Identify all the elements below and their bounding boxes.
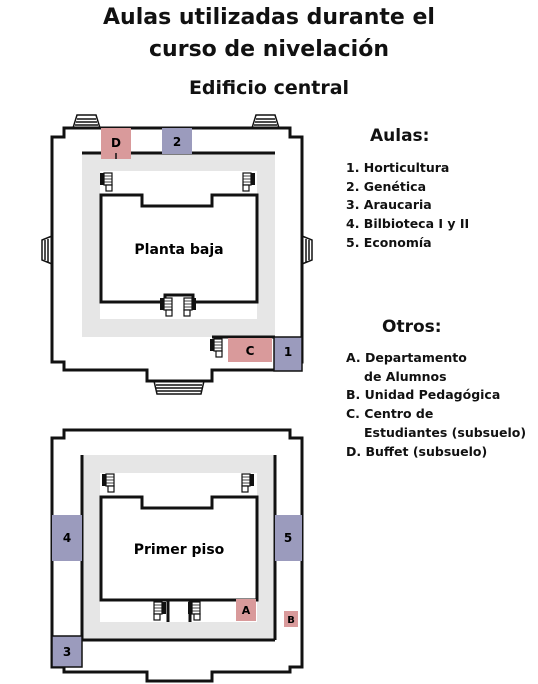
legend-aula-item: 5. Economía xyxy=(346,234,432,250)
legend-otros-list: A. Departamento de Alumnos B. Unidad Ped… xyxy=(346,349,526,461)
room-1 xyxy=(273,336,303,372)
room-D-label: D xyxy=(111,136,121,150)
floor-label-first: Primer piso xyxy=(134,542,225,558)
room-C-label: C xyxy=(246,344,255,358)
room-2-label: 2 xyxy=(173,135,181,149)
room-5-label: 5 xyxy=(284,531,292,545)
legend-aula-item: 1. Horticultura xyxy=(346,160,450,175)
room-A xyxy=(236,599,256,621)
legend-otros-item: de Alumnos xyxy=(364,368,447,384)
room-B-label: B xyxy=(287,615,295,626)
title-line-1: Aulas utilizadas durante el xyxy=(103,5,435,30)
legend-otros-item: B. Unidad Pedagógica xyxy=(346,387,501,403)
room-4 xyxy=(52,515,82,561)
legend-otros-item: C. Centro de xyxy=(346,406,434,422)
exterior-stairs xyxy=(41,114,313,395)
legend-aulas-title: Aulas: xyxy=(370,126,430,146)
room-4-label: 4 xyxy=(63,531,71,545)
room-1-label: 1 xyxy=(284,345,292,359)
legend-aula-item: 3. Araucaria xyxy=(346,197,432,213)
legend-otros-item: D. Buffet (subsuelo) xyxy=(346,443,488,459)
page-title: Aulas utilizadas durante el curso de niv… xyxy=(0,2,538,66)
ground-floor-plan: D 2 C 1 Planta baja xyxy=(41,114,313,395)
legend-aula-item: 4. Bilbioteca I y II xyxy=(346,216,470,232)
room-5 xyxy=(275,515,302,561)
room-B xyxy=(284,611,298,627)
room-C xyxy=(228,338,272,362)
floor-label-ground: Planta baja xyxy=(134,242,223,258)
first-floor-plan: 4 5 3 A B Primer piso xyxy=(50,428,304,683)
legend-aula-item: 2. Genética xyxy=(346,178,427,194)
legend-aulas-list: 1. Horticultura 2. Genética 3. Araucaria… xyxy=(346,159,469,253)
legend-otros-item: A. Departamento xyxy=(346,350,467,365)
legend-otros-title: Otros: xyxy=(382,317,442,337)
building-name: Edificio central xyxy=(188,77,350,99)
room-3-label: 3 xyxy=(63,645,71,659)
inner-block xyxy=(99,495,259,602)
room-3 xyxy=(51,635,83,668)
legend-otros-item: Estudiantes (subsuelo) xyxy=(364,424,527,440)
title-line-2: curso de nivelación xyxy=(149,37,389,62)
room-2 xyxy=(162,128,192,154)
room-A-label: A xyxy=(242,604,251,617)
